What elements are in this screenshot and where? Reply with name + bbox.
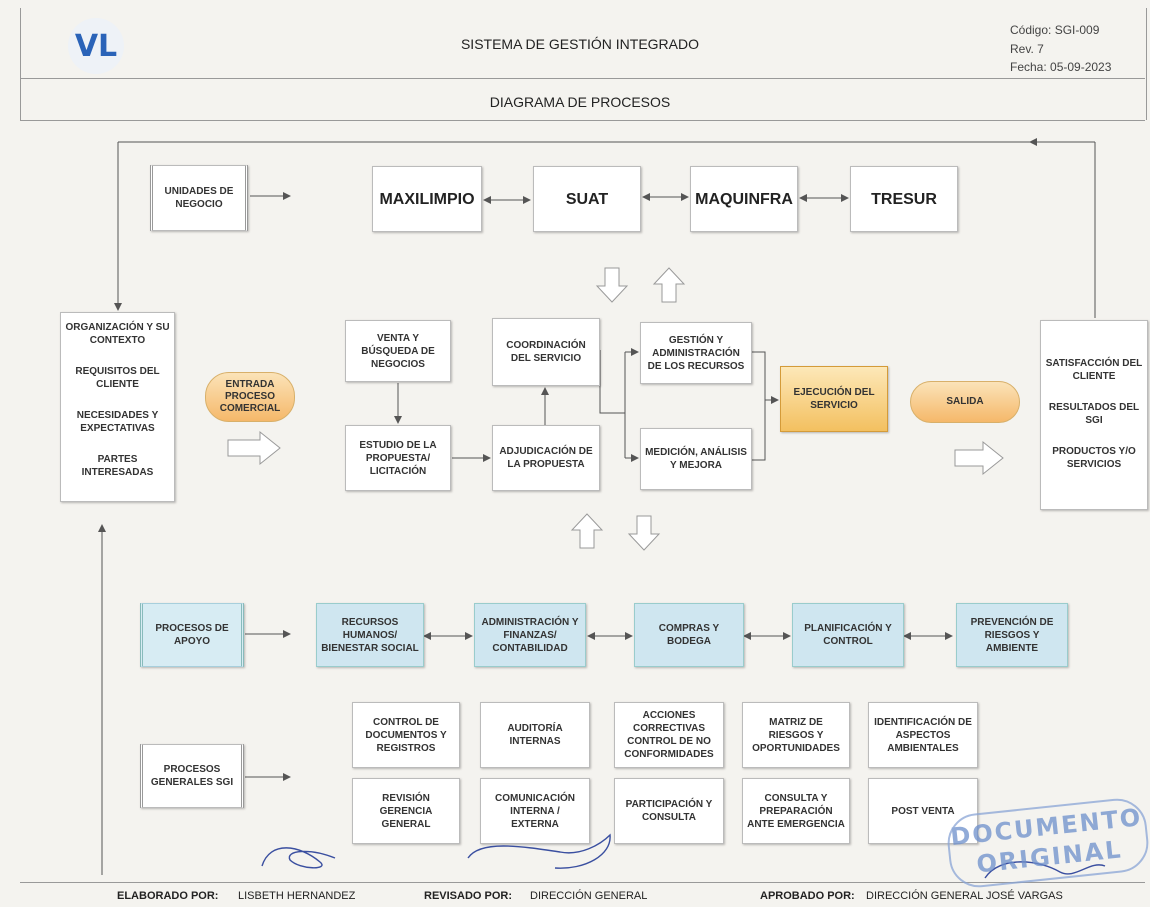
footer-divider xyxy=(20,882,1145,883)
general-item: AUDITORÍA INTERNAS xyxy=(480,702,590,768)
general-item: IDENTIFICACIÓN DE ASPECTOS AMBIENTALES xyxy=(868,702,978,768)
signature-scribble xyxy=(984,861,1106,879)
sales-box: VENTA Y BÚSQUEDA DE NEGOCIOS xyxy=(345,320,451,382)
support-item-finance: ADMINISTRACIÓN Y FINANZAS/ CONTABILIDAD xyxy=(474,603,586,667)
service-execution-box: EJECUCIÓN DEL SERVICIO xyxy=(780,366,888,432)
elaborated-by-name: LISBETH HERNANDEZ xyxy=(238,890,356,902)
general-item: CONSULTA Y PREPARACIÓN ANTE EMERGENCIA xyxy=(742,778,850,844)
unit-tresur: TRESUR xyxy=(850,166,958,232)
general-item: ACCIONES CORRECTIVAS CONTROL DE NO CONFO… xyxy=(614,702,724,768)
general-processes-label: PROCESOS GENERALES SGI xyxy=(140,744,244,808)
signature-scribble xyxy=(467,833,611,869)
output-item: SATISFACCIÓN DEL CLIENTE xyxy=(1045,358,1143,382)
document-revision: Rev. 7 xyxy=(1010,42,1044,56)
input-item: NECESIDADES Y EXPECTATIVAS xyxy=(76,410,159,434)
reviewed-by-name: DIRECCIÓN GENERAL xyxy=(530,890,648,902)
elaborated-by-label: ELABORADO POR: xyxy=(117,890,219,902)
general-item: CONTROL DE DOCUMENTOS Y REGISTROS xyxy=(352,702,460,768)
unit-suat: SUAT xyxy=(533,166,641,232)
general-item: COMUNICACIÓN INTERNA / EXTERNA xyxy=(480,778,590,844)
award-proposal-box: ADJUDICACIÓN DE LA PROPUESTA xyxy=(492,425,600,491)
approved-by-label: APROBADO POR: xyxy=(760,890,855,902)
logo-text: VL xyxy=(74,28,118,64)
system-title: SISTEMA DE GESTIÓN INTEGRADO xyxy=(460,36,700,52)
document-code: Código: SGI-009 xyxy=(1010,23,1100,37)
approved-by-name: DIRECCIÓN GENERAL JOSÉ VARGAS xyxy=(866,890,1063,902)
general-item: REVISIÓN GERENCIA GENERAL xyxy=(352,778,460,844)
output-item: RESULTADOS DEL SGI xyxy=(1048,402,1140,426)
general-item: POST VENTA xyxy=(868,778,978,844)
header-divider xyxy=(20,78,1145,79)
input-item: PARTES INTERESADAS xyxy=(81,454,154,478)
unit-maxilimpio: MAXILIMPIO xyxy=(372,166,482,232)
general-item: MATRIZ DE RIESGOS Y OPORTUNIDADES xyxy=(742,702,850,768)
document-date: Fecha: 05-09-2023 xyxy=(1010,60,1112,74)
reviewed-by-label: REVISADO POR: xyxy=(424,890,513,902)
outputs-panel: SATISFACCIÓN DEL CLIENTE RESULTADOS DEL … xyxy=(1040,320,1148,510)
header-divider-2 xyxy=(20,120,1145,121)
unit-maquinfra: MAQUINFRA xyxy=(690,166,798,232)
company-logo: VL xyxy=(68,18,124,74)
general-item: PARTICIPACIÓN Y CONSULTA xyxy=(614,778,724,844)
support-item-risk: PREVENCIÓN DE RIESGOS Y AMBIENTE xyxy=(956,603,1068,667)
measurement-box: MEDICIÓN, ANÁLISIS Y MEJORA xyxy=(640,428,752,490)
output-item: PRODUCTOS Y/O SERVICIOS xyxy=(1052,446,1136,470)
input-item: ORGANIZACIÓN Y SU CONTEXTO xyxy=(65,322,170,346)
signature-scribble xyxy=(261,847,336,869)
support-processes-label: PROCESOS DE APOYO xyxy=(140,603,244,667)
inputs-panel: ORGANIZACIÓN Y SU CONTEXTO REQUISITOS DE… xyxy=(60,312,175,502)
business-units-label: UNIDADES DE NEGOCIO xyxy=(150,165,248,231)
proposal-study-box: ESTUDIO DE LA PROPUESTA/ LICITACIÓN xyxy=(345,425,451,491)
output-pill: SALIDA xyxy=(910,381,1020,423)
input-item: REQUISITOS DEL CLIENTE xyxy=(75,366,160,390)
support-item-purchasing: COMPRAS Y BODEGA xyxy=(634,603,744,667)
footer: ELABORADO POR: LISBETH HERNANDEZ REVISAD… xyxy=(0,886,1150,907)
support-item-hr: RECURSOS HUMANOS/ BIENESTAR SOCIAL xyxy=(316,603,424,667)
service-coordination-box: COORDINACIÓN DEL SERVICIO xyxy=(492,318,600,386)
resource-management-box: GESTIÓN Y ADMINISTRACIÓN DE LOS RECURSOS xyxy=(640,322,752,384)
header-frame xyxy=(20,8,1147,120)
diagram-title: DIAGRAMA DE PROCESOS xyxy=(489,94,671,110)
commercial-input-pill: ENTRADA PROCESO COMERCIAL xyxy=(205,372,295,422)
support-item-planning: PLANIFICACIÓN Y CONTROL xyxy=(792,603,904,667)
